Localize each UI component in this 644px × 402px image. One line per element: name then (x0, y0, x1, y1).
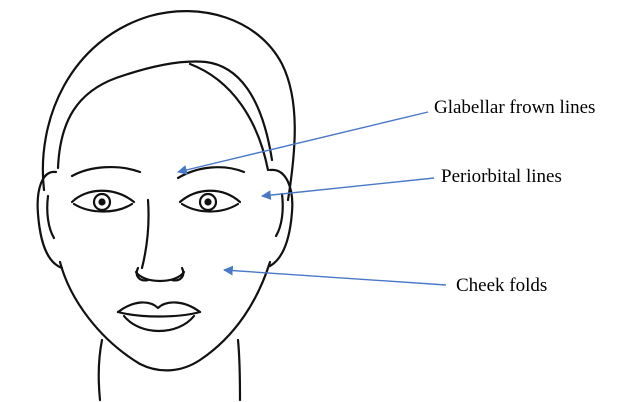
arrow-glabellar (178, 112, 428, 172)
neck-left (99, 340, 102, 400)
arrow-cheek (224, 270, 446, 285)
right-pupil (206, 200, 211, 205)
right-ear-inner (276, 194, 283, 236)
nose-bridge (142, 200, 149, 268)
upper-lip (118, 302, 200, 312)
hairline (58, 62, 272, 168)
label-periorbital-lines: Periorbital lines (441, 167, 562, 186)
face-drawing (38, 11, 295, 400)
annotation-arrows (178, 112, 446, 285)
left-eyebrow (72, 167, 140, 176)
label-glabellar-frown-lines: Glabellar frown lines (434, 98, 595, 117)
left-pupil (100, 200, 105, 205)
hair-strand (190, 64, 268, 170)
left-ear-inner (47, 196, 54, 238)
left-ear (38, 172, 62, 268)
right-eyebrow (178, 167, 244, 178)
neck-right (238, 340, 240, 400)
lower-lip (124, 316, 194, 331)
label-cheek-folds: Cheek folds (456, 276, 547, 295)
lip-line (118, 312, 200, 317)
